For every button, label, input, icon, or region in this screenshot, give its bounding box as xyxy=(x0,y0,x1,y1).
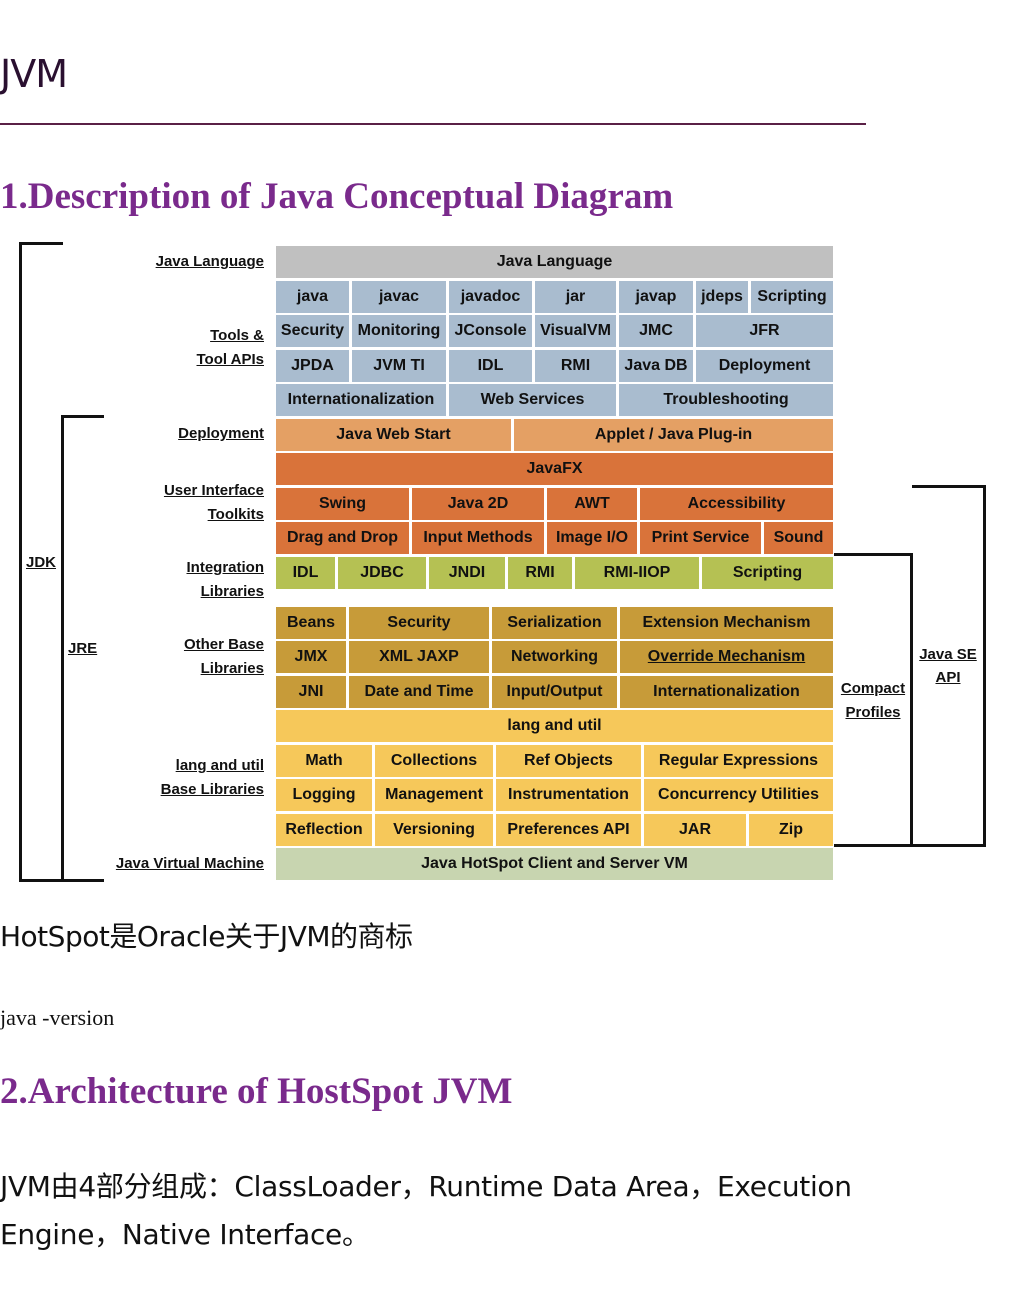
cell-jdbc: JDBC xyxy=(338,557,426,589)
jdk-label: JDK xyxy=(26,554,57,571)
cell-management: Management xyxy=(375,779,493,811)
cell-math: Math xyxy=(276,745,372,777)
cell-print-service: Print Service xyxy=(640,522,761,554)
cell-awt: AWT xyxy=(547,488,637,520)
paragraph-jvm-components: JVM由4部分组成：ClassLoader，Runtime Data Area，… xyxy=(0,1170,852,1251)
cell-input-methods: Input Methods xyxy=(412,522,544,554)
cell-date-and-time: Date and Time xyxy=(349,676,489,708)
cell-reflection: Reflection xyxy=(276,814,372,846)
cell-security-tools: Security xyxy=(276,315,349,347)
cell-deployment-tools: Deployment xyxy=(696,350,833,382)
cell-hotspot-vm: Java HotSpot Client and Server VM xyxy=(276,848,833,880)
cell-jmc: JMC xyxy=(619,315,693,347)
cell-javap: javap xyxy=(619,281,693,313)
cell-accessibility: Accessibility xyxy=(640,488,833,520)
java-conceptual-diagram: JDK JRE Java Language Tools & Tool APIs … xyxy=(19,242,986,882)
label-tools-line1: Tools & xyxy=(210,327,264,344)
cell-internationalization-base: Internationalization xyxy=(620,676,833,708)
cell-java2d: Java 2D xyxy=(412,488,544,520)
paragraph-hotspot-trademark: HotSpot是Oracle关于JVM的商标 xyxy=(0,920,413,953)
jre-label: JRE xyxy=(68,640,98,657)
cell-java: java xyxy=(276,281,349,313)
label-ui-line2: Toolkits xyxy=(207,506,264,523)
label-integration-line1: Integration xyxy=(186,559,265,576)
cell-preferences-api: Preferences API xyxy=(496,814,641,846)
cell-jconsole: JConsole xyxy=(449,315,532,347)
cell-collections: Collections xyxy=(375,745,493,777)
label-integration-line2: Libraries xyxy=(200,583,264,600)
cell-input-output: Input/Output xyxy=(492,676,617,708)
cell-rmi-integration: RMI xyxy=(508,557,572,589)
cell-jar-base: JAR xyxy=(644,814,746,846)
cell-troubleshooting: Troubleshooting xyxy=(619,384,833,416)
cell-drag-and-drop: Drag and Drop xyxy=(276,522,409,554)
cell-ref-objects: Ref Objects xyxy=(496,745,641,777)
label-lang-line2: Base Libraries xyxy=(160,781,264,798)
title-divider xyxy=(0,123,866,125)
cell-javafx: JavaFX xyxy=(276,453,833,485)
cell-java-web-start: Java Web Start xyxy=(276,419,511,451)
cell-idl-tools: IDL xyxy=(449,350,532,382)
label-compact-line2: Profiles xyxy=(845,704,901,721)
cell-override-mechanism[interactable]: Override Mechanism xyxy=(620,641,833,673)
cell-monitoring: Monitoring xyxy=(352,315,446,347)
cell-jndi: JNDI xyxy=(429,557,505,589)
label-compact-line1: Compact xyxy=(840,680,906,697)
label-tools-line2: Tool APIs xyxy=(196,351,265,368)
cell-web-services: Web Services xyxy=(449,384,616,416)
cell-networking: Networking xyxy=(492,641,617,673)
label-deployment: Deployment xyxy=(178,425,264,442)
cell-jfr: JFR xyxy=(696,315,833,347)
label-other-line1: Other Base xyxy=(183,636,264,653)
cell-javadb: Java DB xyxy=(619,350,693,382)
label-java-language: Java Language xyxy=(155,253,264,270)
javase-api-bracket xyxy=(912,485,986,847)
section-heading-architecture: 2.Architecture of HostSpot JVM xyxy=(0,1071,513,1112)
cell-security-base: Security xyxy=(349,607,489,639)
cell-serialization: Serialization xyxy=(492,607,617,639)
cell-rmi-tools: RMI xyxy=(535,350,616,382)
cell-sound: Sound xyxy=(764,522,833,554)
cell-scripting-tools: Scripting xyxy=(751,281,833,313)
cell-swing: Swing xyxy=(276,488,409,520)
cell-javadoc: javadoc xyxy=(449,281,532,313)
cell-idl-integration: IDL xyxy=(276,557,335,589)
cell-lang-and-util: lang and util xyxy=(276,710,833,742)
cell-zip: Zip xyxy=(749,814,833,846)
label-other-line2: Libraries xyxy=(200,660,264,677)
cell-image-io: Image I/O xyxy=(547,522,637,554)
compact-profiles-bracket xyxy=(834,553,913,847)
cell-beans: Beans xyxy=(276,607,346,639)
cell-jdeps: jdeps xyxy=(696,281,748,313)
cell-jvmti: JVM TI xyxy=(352,350,446,382)
cell-jni: JNI xyxy=(276,676,346,708)
cell-extension-mechanism: Extension Mechanism xyxy=(620,607,833,639)
paragraph-java-version: java -version xyxy=(0,1005,115,1030)
cell-internationalization-tools: Internationalization xyxy=(276,384,446,416)
jre-bracket xyxy=(61,415,104,882)
cell-instrumentation: Instrumentation xyxy=(496,779,641,811)
cell-jpda: JPDA xyxy=(276,350,349,382)
cell-logging: Logging xyxy=(276,779,372,811)
label-javase-line2: API xyxy=(935,669,961,686)
cell-applet-plugin: Applet / Java Plug-in xyxy=(514,419,833,451)
section-heading-description: 1.Description of Java Conceptual Diagram xyxy=(0,176,674,217)
cell-concurrency-utilities: Concurrency Utilities xyxy=(644,779,833,811)
label-jvm: Java Virtual Machine xyxy=(115,855,264,872)
cell-javac: javac xyxy=(352,281,446,313)
cell-rmi-iiop: RMI-IIOP xyxy=(575,557,699,589)
label-lang-line1: lang and util xyxy=(175,757,264,774)
cell-visualvm: VisualVM xyxy=(535,315,616,347)
cell-java-language: Java Language xyxy=(276,246,833,278)
cell-xml-jaxp: XML JAXP xyxy=(349,641,489,673)
cell-jmx: JMX xyxy=(276,641,346,673)
jdk-bracket xyxy=(19,242,63,882)
cell-regular-expressions: Regular Expressions xyxy=(644,745,833,777)
label-javase-line1: Java SE xyxy=(919,646,977,663)
cell-scripting-integration: Scripting xyxy=(702,557,833,589)
label-ui-line1: User Interface xyxy=(163,482,264,499)
cell-jar: jar xyxy=(535,281,616,313)
page-title: JVM xyxy=(0,52,68,96)
cell-versioning: Versioning xyxy=(375,814,493,846)
